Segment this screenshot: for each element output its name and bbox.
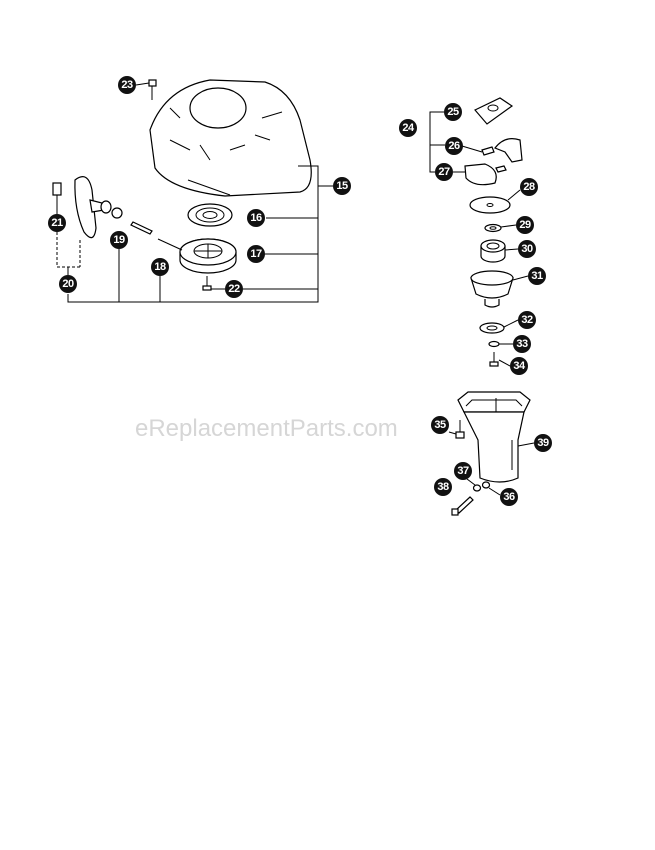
svg-text:15: 15 bbox=[336, 180, 348, 192]
svg-text:19: 19 bbox=[113, 234, 125, 246]
svg-text:26: 26 bbox=[448, 140, 460, 152]
callout-20[interactable]: 20 bbox=[59, 275, 77, 293]
nut-36-37 bbox=[472, 481, 491, 492]
callout-27[interactable]: 27 bbox=[435, 163, 453, 181]
bearing-30 bbox=[480, 239, 506, 263]
svg-text:17: 17 bbox=[250, 248, 262, 260]
callout-34[interactable]: 34 bbox=[510, 357, 528, 375]
part-19 bbox=[111, 207, 123, 219]
svg-text:24: 24 bbox=[402, 122, 415, 134]
callout-19[interactable]: 19 bbox=[110, 231, 128, 249]
gear-case-39 bbox=[457, 391, 531, 483]
svg-text:29: 29 bbox=[519, 219, 531, 231]
callout-26[interactable]: 26 bbox=[445, 137, 463, 155]
washer-29 bbox=[484, 223, 502, 233]
callout-35[interactable]: 35 bbox=[431, 416, 449, 434]
callout-25[interactable]: 25 bbox=[444, 103, 462, 121]
callout-38[interactable]: 38 bbox=[434, 478, 452, 496]
rope-18 bbox=[130, 221, 183, 251]
svg-text:16: 16 bbox=[250, 212, 262, 224]
callout-30[interactable]: 30 bbox=[518, 240, 536, 258]
svg-text:27: 27 bbox=[438, 166, 450, 178]
svg-text:33: 33 bbox=[516, 338, 528, 350]
handle-20 bbox=[74, 176, 112, 239]
callout-39[interactable]: 39 bbox=[534, 434, 552, 452]
svg-text:35: 35 bbox=[434, 419, 446, 431]
callout-32[interactable]: 32 bbox=[518, 311, 536, 329]
svg-text:39: 39 bbox=[537, 437, 549, 449]
leader-lines-left bbox=[56, 82, 333, 303]
spring-16 bbox=[187, 203, 233, 227]
reel-17 bbox=[179, 238, 237, 274]
svg-text:37: 37 bbox=[457, 465, 469, 477]
washer-33 bbox=[488, 340, 500, 348]
cover-25 bbox=[474, 97, 514, 125]
svg-text:21: 21 bbox=[51, 217, 63, 229]
bolt-35 bbox=[455, 420, 465, 439]
callout-21[interactable]: 21 bbox=[48, 214, 66, 232]
guard-27 bbox=[464, 163, 507, 186]
bolt-23 bbox=[148, 79, 157, 100]
starter-housing bbox=[149, 79, 312, 197]
clip-21 bbox=[52, 182, 62, 196]
bolt-38 bbox=[451, 496, 474, 516]
callout-36[interactable]: 36 bbox=[500, 488, 518, 506]
callout-33[interactable]: 33 bbox=[513, 335, 531, 353]
svg-text:23: 23 bbox=[121, 79, 133, 91]
cup-31 bbox=[470, 270, 514, 308]
svg-text:20: 20 bbox=[62, 278, 74, 290]
svg-text:22: 22 bbox=[228, 283, 240, 295]
svg-text:38: 38 bbox=[437, 481, 449, 493]
clip-26 bbox=[481, 138, 523, 163]
svg-text:28: 28 bbox=[523, 181, 535, 193]
watermark: eReplacementParts.com bbox=[135, 415, 398, 442]
bolt-34 bbox=[489, 352, 499, 367]
callout-24[interactable]: 24 bbox=[399, 119, 417, 137]
svg-text:31: 31 bbox=[531, 270, 543, 282]
svg-text:32: 32 bbox=[521, 314, 533, 326]
svg-text:36: 36 bbox=[503, 491, 515, 503]
svg-text:25: 25 bbox=[447, 106, 459, 118]
callout-18[interactable]: 18 bbox=[151, 258, 169, 276]
screw-22 bbox=[202, 276, 212, 291]
callout-15[interactable]: 15 bbox=[333, 177, 351, 195]
svg-text:34: 34 bbox=[513, 360, 526, 372]
svg-text:18: 18 bbox=[154, 261, 166, 273]
callout-31[interactable]: 31 bbox=[528, 267, 546, 285]
callout-37[interactable]: 37 bbox=[454, 462, 472, 480]
callout-17[interactable]: 17 bbox=[247, 245, 265, 263]
callout-28[interactable]: 28 bbox=[520, 178, 538, 196]
washer-32 bbox=[479, 322, 505, 334]
callout-16[interactable]: 16 bbox=[247, 209, 265, 227]
disc-28 bbox=[469, 196, 511, 214]
leader-lines-right bbox=[429, 111, 535, 496]
svg-text:30: 30 bbox=[521, 243, 533, 255]
callout-22[interactable]: 22 bbox=[225, 280, 243, 298]
callout-29[interactable]: 29 bbox=[516, 216, 534, 234]
callout-23[interactable]: 23 bbox=[118, 76, 136, 94]
